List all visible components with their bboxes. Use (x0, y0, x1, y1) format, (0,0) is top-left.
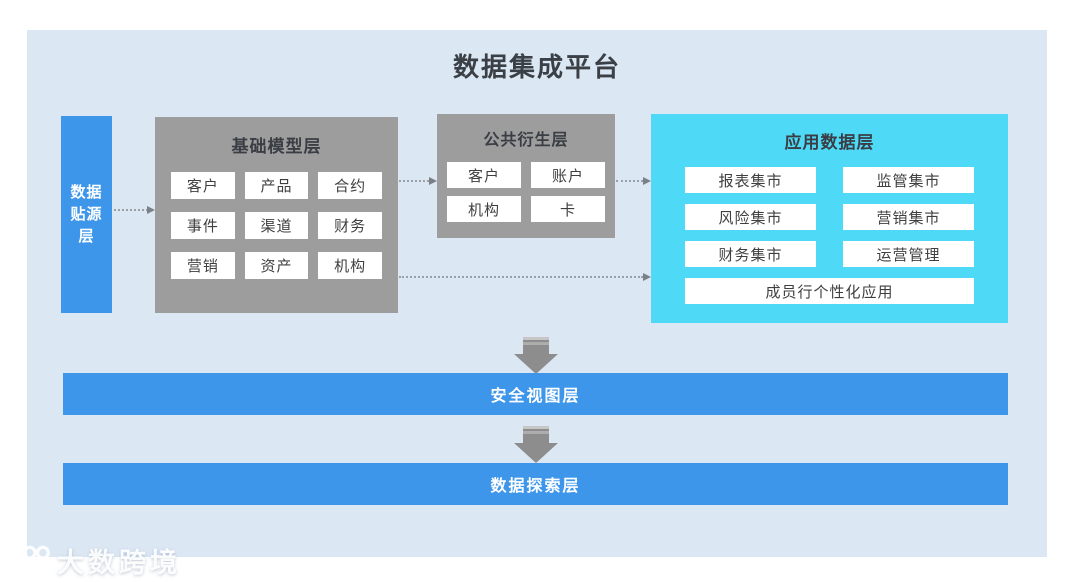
base-model-grid: 客户 产品 合约 事件 渠道 财务 营销 资产 机构 (171, 172, 382, 279)
page-title: 数据集成平台 (452, 52, 621, 82)
base-model-item: 机构 (318, 252, 382, 279)
base-model-item: 资产 (244, 252, 309, 279)
data-exploration-layer-bar: 数据探索层 (63, 463, 1008, 505)
application-data-layer-box: 应用数据层 报表集市 监管集市 风险集市 营销集市 财务集市 运营管理 成员行个… (651, 114, 1008, 323)
application-data-item: 监管集市 (843, 167, 974, 193)
data-exploration-layer-label: 数据探索层 (490, 478, 581, 495)
application-data-item: 报表集市 (685, 167, 816, 193)
dotted-arrowhead-icon (429, 177, 437, 185)
watermark-logo-icon (6, 544, 50, 576)
base-model-item: 产品 (244, 172, 309, 199)
base-model-item: 合约 (318, 172, 382, 199)
base-model-item: 渠道 (244, 212, 309, 239)
application-data-item: 运营管理 (843, 241, 974, 267)
down-arrow-icon (514, 426, 558, 463)
down-arrow-icon (514, 337, 558, 374)
common-derived-grid: 客户 账户 机构 卡 (447, 162, 605, 222)
dotted-arrow-base-to-app (399, 276, 643, 278)
dotted-arrow-source-to-base (114, 209, 148, 211)
security-view-layer-label: 安全视图层 (490, 388, 581, 405)
common-derived-item: 卡 (531, 196, 605, 222)
application-data-layer-title: 应用数据层 (784, 133, 875, 152)
dotted-arrow-derived-to-app (616, 180, 643, 182)
base-model-layer-box: 基础模型层 客户 产品 合约 事件 渠道 财务 营销 资产 机构 (155, 117, 398, 313)
common-derived-item: 机构 (447, 196, 521, 222)
base-model-item: 财务 (318, 212, 382, 239)
application-data-item: 财务集市 (685, 241, 816, 267)
base-model-item: 营销 (171, 252, 235, 279)
dotted-arrowhead-icon (147, 206, 155, 214)
data-source-layer-label: 数据 贴源 层 (70, 183, 103, 245)
dotted-arrow-base-to-derived (399, 180, 429, 182)
data-source-layer-box: 数据 贴源 层 (61, 116, 112, 313)
base-model-item: 事件 (171, 212, 235, 239)
common-derived-item: 账户 (531, 162, 605, 188)
base-model-item: 客户 (171, 172, 235, 199)
watermark-text: 大数跨境 (57, 548, 181, 578)
common-derived-layer-box: 公共衍生层 客户 账户 机构 卡 (437, 114, 615, 238)
security-view-layer-bar: 安全视图层 (63, 373, 1008, 415)
application-data-item: 营销集市 (843, 204, 974, 230)
application-data-item: 风险集市 (685, 204, 816, 230)
dotted-arrowhead-icon (643, 177, 651, 185)
application-data-wide-item: 成员行个性化应用 (685, 278, 974, 304)
watermark: 大数跨境 (4, 541, 181, 580)
common-derived-layer-title: 公共衍生层 (483, 132, 569, 149)
common-derived-item: 客户 (447, 162, 521, 188)
application-data-grid: 报表集市 监管集市 风险集市 营销集市 财务集市 运营管理 (685, 167, 974, 267)
base-model-layer-title: 基础模型层 (231, 137, 322, 156)
dotted-arrowhead-icon (643, 273, 651, 281)
